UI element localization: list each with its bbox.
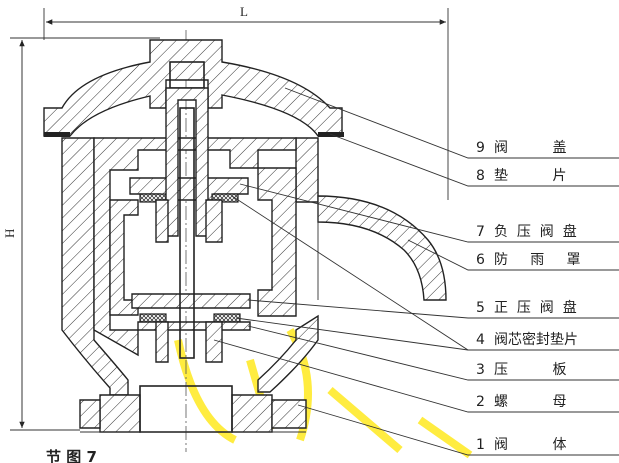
part-name: 正 压 阀 盘 bbox=[494, 299, 577, 316]
leader-lines bbox=[213, 87, 619, 456]
part-number: 9 bbox=[476, 140, 485, 156]
part-number: 2 bbox=[476, 394, 485, 410]
part-7: 7 负 压 阀 盘 bbox=[476, 223, 577, 240]
part-8: 8 垫 片 bbox=[476, 168, 567, 184]
part-4: 4 阀芯密封垫片 bbox=[476, 331, 578, 348]
part-name: 螺 母 bbox=[494, 394, 567, 410]
parts-list: 9 阀 盖 8 垫 片 7 负 压 阀 盘 6 防 雨 罩 5 正 压 阀 盘 … bbox=[476, 140, 581, 453]
part-5: 5 正 压 阀 盘 bbox=[476, 299, 577, 316]
part-6: 6 防 雨 罩 bbox=[476, 252, 581, 268]
dimension-L-label: L bbox=[240, 4, 248, 19]
inner-housing bbox=[93, 137, 297, 357]
dimension-H: H bbox=[2, 37, 160, 431]
part-name: 阀 体 bbox=[494, 437, 567, 453]
dimension-H-label: H bbox=[2, 229, 17, 238]
part-name: 阀 盖 bbox=[494, 140, 567, 156]
valve-stem bbox=[155, 87, 223, 363]
part-3: 3 压 板 bbox=[476, 362, 567, 378]
part-number: 6 bbox=[476, 252, 485, 268]
part-name: 压 板 bbox=[494, 362, 567, 378]
part-number: 3 bbox=[476, 362, 485, 378]
part-name: 垫 片 bbox=[494, 168, 567, 184]
part-9: 9 阀 盖 bbox=[476, 140, 567, 156]
part-1: 1 阀 体 bbox=[476, 437, 567, 453]
dimension-L: L bbox=[43, 4, 449, 200]
part-name: 防 雨 罩 bbox=[494, 252, 581, 268]
part-number: 8 bbox=[476, 168, 485, 184]
rain-hood bbox=[317, 195, 447, 301]
part-number: 4 bbox=[476, 332, 485, 348]
negative-pressure-disc bbox=[129, 177, 249, 203]
part-number: 7 bbox=[476, 224, 485, 240]
part-name: 负 压 阀 盘 bbox=[494, 223, 577, 240]
part-number: 5 bbox=[476, 300, 485, 316]
part-2: 2 螺 母 bbox=[476, 394, 567, 410]
figure-caption: 节 图 7 bbox=[46, 448, 97, 463]
part-number: 1 bbox=[476, 437, 485, 453]
positive-pressure-disc bbox=[131, 293, 251, 331]
part-name: 阀芯密封垫片 bbox=[494, 331, 578, 348]
